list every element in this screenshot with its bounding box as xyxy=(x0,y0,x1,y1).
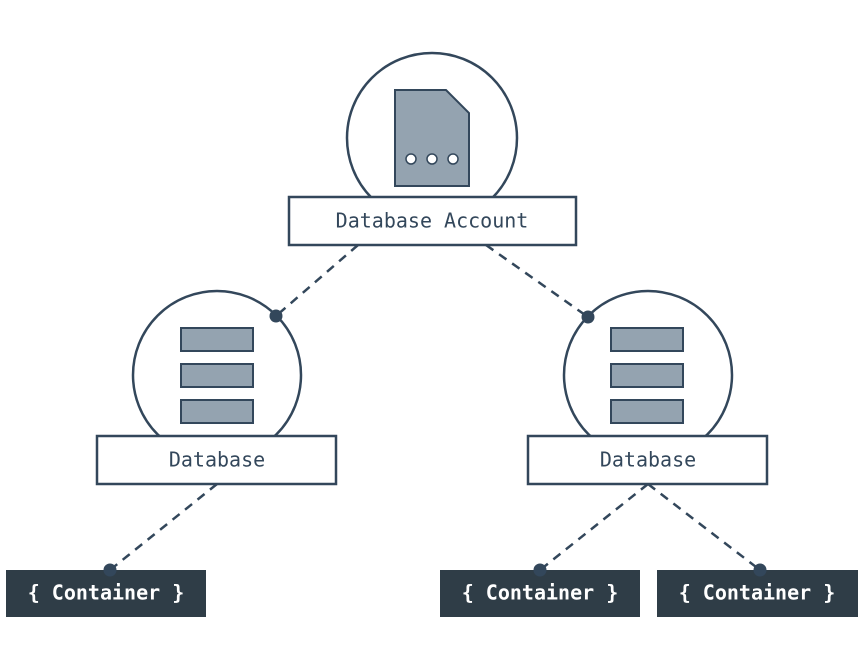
container-node[interactable]: { Container } xyxy=(657,570,858,617)
database-node-right[interactable]: Database xyxy=(526,289,769,486)
connector-left-database-to-container xyxy=(109,483,218,571)
container-box xyxy=(440,570,640,617)
connector-dot xyxy=(269,309,283,323)
connector-dot xyxy=(753,563,767,577)
connector-account-to-left-database xyxy=(275,244,359,317)
database-icon xyxy=(180,327,254,424)
container-box xyxy=(6,570,206,617)
container-dots xyxy=(103,563,767,577)
container-node[interactable]: { Container } xyxy=(6,570,206,617)
connector-right-database-to-container-1 xyxy=(539,483,649,571)
document-icon xyxy=(394,89,470,187)
connector-dot xyxy=(533,563,547,577)
account-label: Database Account xyxy=(336,209,529,233)
database-right-label-box xyxy=(526,434,769,486)
database-icon xyxy=(610,327,684,424)
container-label: { Container } xyxy=(679,581,836,605)
database-node-left[interactable]: Database xyxy=(95,289,338,486)
connector-right-database-to-container-2 xyxy=(647,483,761,571)
connector-account-to-right-database xyxy=(485,243,589,319)
account-label-box xyxy=(287,195,578,247)
connectors xyxy=(109,243,761,571)
container-label: { Container } xyxy=(28,581,185,605)
database-left-label: Database xyxy=(169,448,265,472)
container-node[interactable]: { Container } xyxy=(440,570,640,617)
container-box xyxy=(657,570,858,617)
connector-dots xyxy=(269,309,595,324)
database-left-label-box xyxy=(95,434,338,486)
container-label: { Container } xyxy=(462,581,619,605)
connector-dot xyxy=(581,310,595,324)
database-right-label: Database xyxy=(600,448,696,472)
connector-dot xyxy=(103,563,117,577)
database-account-node[interactable]: Database Account xyxy=(287,51,578,247)
